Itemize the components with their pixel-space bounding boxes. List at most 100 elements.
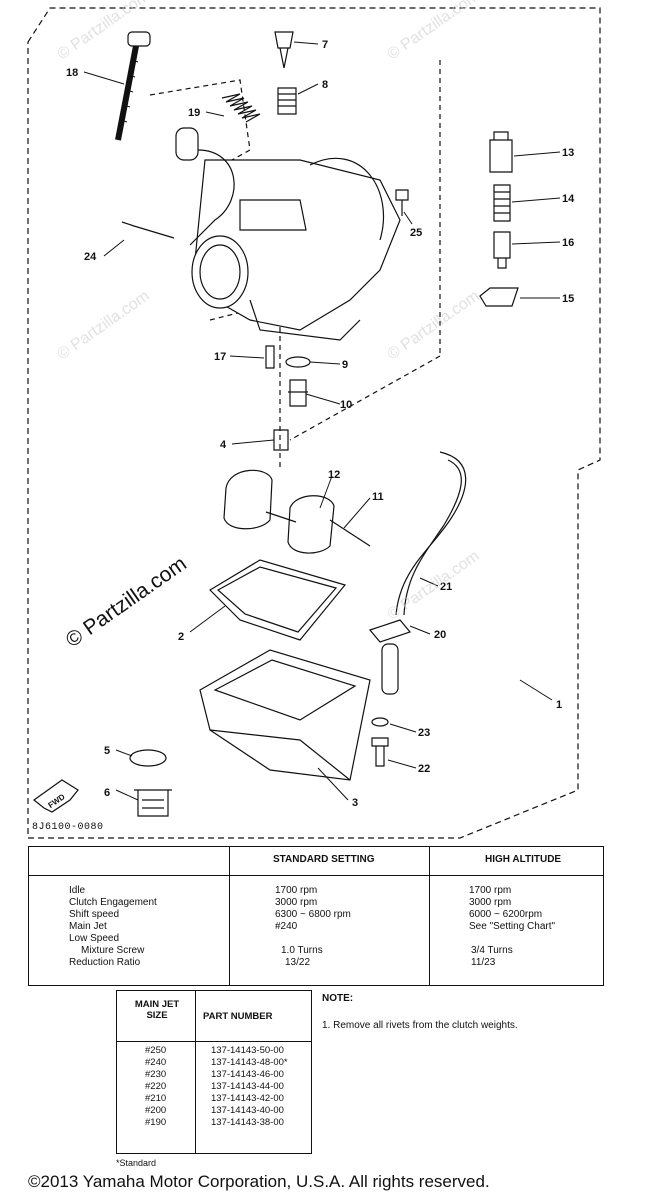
row-high: 11/23 [471, 957, 496, 968]
callout-2: 2 [178, 631, 184, 643]
callout-12: 12 [328, 469, 340, 481]
row-label: Low Speed [69, 933, 120, 944]
bracket-20 [368, 619, 412, 643]
table-row: #220 137-14143-44-00 [117, 1081, 311, 1093]
gasket-2 [209, 559, 347, 641]
header-main-jet-size: MAIN JET SIZE [134, 999, 180, 1021]
jet-footnote: *Standard [116, 1158, 157, 1168]
row-high: 3/4 Turns [471, 945, 513, 956]
float-bowl-3 [199, 649, 371, 781]
row-label: Mixture Screw [81, 945, 145, 956]
washer-9 [285, 356, 311, 368]
row-standard: 1700 rpm [275, 885, 318, 896]
callout-25: 25 [410, 227, 422, 239]
header-standard: STANDARD SETTING [273, 854, 375, 865]
table-row: #250 137-14143-50-00 [117, 1045, 311, 1057]
callout-5: 5 [104, 745, 110, 757]
jet-table-header: MAIN JET SIZE PART NUMBER [117, 991, 311, 1042]
spring-8 [277, 87, 297, 115]
jet-part: 137-14143-46-00 [211, 1069, 284, 1080]
header-high-altitude: HIGH ALTITUDE [485, 854, 562, 865]
jet-size: #210 [145, 1093, 167, 1104]
leader-lines [83, 41, 561, 801]
callout-21: 21 [440, 581, 452, 593]
tube-21-inner [403, 459, 462, 616]
plug-16 [493, 231, 511, 269]
row-label: Shift speed [69, 909, 120, 920]
callout-22: 22 [418, 763, 430, 775]
table-row: #200 137-14143-40-00 [117, 1105, 311, 1117]
jet-size: #200 [145, 1105, 167, 1116]
callout-10: 10 [340, 399, 352, 411]
callout-11: 11 [372, 491, 384, 503]
callout-23: 23 [418, 727, 430, 739]
jet-part: 137-14143-44-00 [211, 1081, 284, 1092]
fwd-arrow-icon [33, 779, 79, 813]
note-item: 1. Remove all rivets from the clutch wei… [322, 1020, 518, 1031]
table-row: #240 137-14143-48-00* [117, 1057, 311, 1069]
callout-3: 3 [352, 797, 358, 809]
row-high: 3000 rpm [469, 897, 512, 908]
spring-19 [221, 93, 261, 123]
screw-25 [395, 189, 409, 216]
table-row: Reduction Ratio 13/22 11/23 [29, 957, 603, 969]
callout-15: 15 [562, 293, 574, 305]
jet-size: #190 [145, 1117, 167, 1128]
column-divider [229, 847, 230, 985]
callout-16: 16 [562, 237, 574, 249]
drain-plug-6 [134, 789, 172, 817]
row-label: Reduction Ratio [69, 957, 141, 968]
screw-18 [115, 31, 151, 141]
jet-part: 137-14143-40-00 [211, 1105, 284, 1116]
table-row: Main Jet #240 See "Setting Chart" [29, 921, 603, 933]
float-12 [223, 469, 335, 554]
row-standard: #240 [275, 921, 298, 932]
jet-size: #250 [145, 1045, 167, 1056]
row-standard: 13/22 [285, 957, 311, 968]
row-high: 1700 rpm [469, 885, 512, 896]
jet-part: 137-14143-42-00 [211, 1093, 284, 1104]
row-high: 6000 ~ 6200rpm [469, 909, 543, 920]
spring-14 [493, 184, 511, 222]
pipe [381, 643, 399, 695]
table-row: #210 137-14143-42-00 [117, 1093, 311, 1105]
table-row: Clutch Engagement 3000 rpm 3000 rpm [29, 897, 603, 909]
pilot-screw-outline [149, 79, 251, 176]
watermark-text: © Partzilla.com [385, 0, 483, 63]
carburetor-body [175, 127, 401, 341]
jet-part: 137-14143-50-00 [211, 1045, 284, 1056]
callout-13: 13 [562, 147, 574, 159]
watermark-text: © Partzilla.com [55, 288, 153, 364]
header-part-number: PART NUMBER [203, 1011, 273, 1022]
callout-4: 4 [220, 439, 227, 451]
column-divider [195, 991, 196, 1153]
row-standard: 1.0 Turns [281, 945, 323, 956]
jet-size: #230 [145, 1069, 167, 1080]
main-jet-table: MAIN JET SIZE PART NUMBER #250 137-14143… [116, 990, 312, 1154]
callout-8: 8 [322, 79, 328, 91]
watermark-main: © Partzilla.com [62, 552, 191, 652]
needle-jet-10 [288, 379, 308, 407]
table-row: Idle 1700 rpm 1700 rpm [29, 885, 603, 897]
callout-6: 6 [104, 787, 110, 799]
o-ring-5 [129, 749, 167, 767]
settings-table-header: STANDARD SETTING HIGH ALTITUDE [29, 847, 603, 876]
row-label: Main Jet [69, 921, 107, 932]
plate-15 [479, 287, 519, 307]
callout-7: 7 [322, 39, 328, 51]
float-bowl-outline [209, 60, 441, 441]
callout-19: 19 [188, 107, 200, 119]
table-row: Low Speed [29, 933, 603, 945]
table-row: #230 137-14143-46-00 [117, 1069, 311, 1081]
pin-11 [329, 519, 371, 547]
callout-20: 20 [434, 629, 446, 641]
callout-24: 24 [84, 251, 97, 263]
callout-9: 9 [342, 359, 348, 371]
copyright-notice: ©2013 Yamaha Motor Corporation, U.S.A. A… [28, 1172, 490, 1191]
row-label: Idle [69, 885, 86, 896]
tube-21 [395, 451, 467, 616]
jet-17 [265, 345, 275, 369]
jet-size: #220 [145, 1081, 167, 1092]
table-row: Shift speed 6300 ~ 6800 rpm 6000 ~ 6200r… [29, 909, 603, 921]
screw-7 [274, 31, 294, 69]
